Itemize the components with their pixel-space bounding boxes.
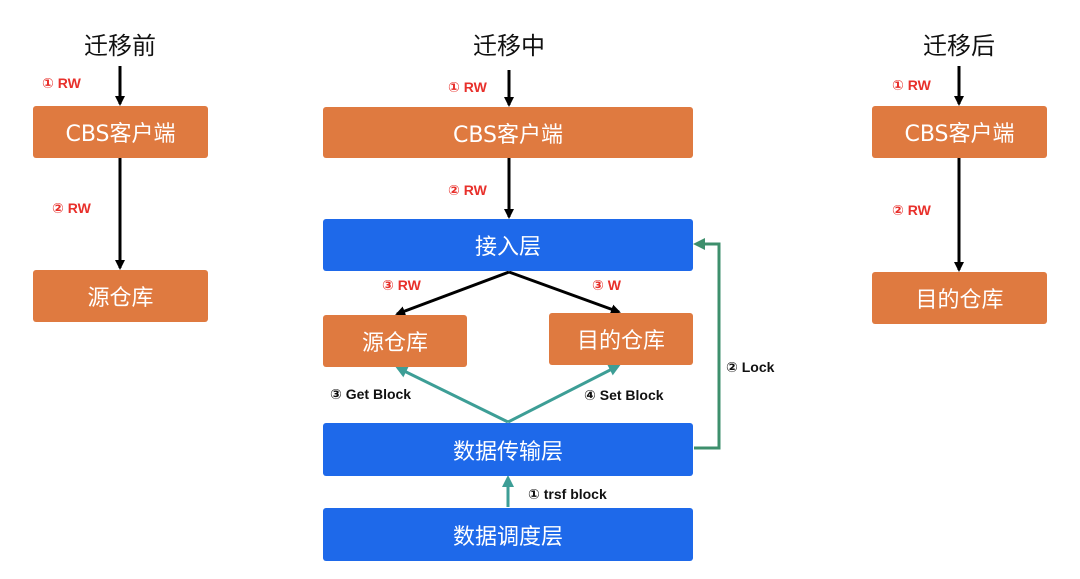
title-after: 迁移后 <box>923 32 995 60</box>
label-get-block: ③ Get Block <box>330 386 412 402</box>
label-after-step2: ② RW <box>892 202 931 218</box>
arrow-set-block <box>507 364 621 424</box>
box-during-client: CBS客户端 <box>323 107 693 158</box>
box-access-layer: 接入层 <box>323 219 693 271</box>
label-before-step1: ① RW <box>42 75 81 91</box>
label-step3-rw: ③ RW <box>382 277 421 293</box>
box-before-source-repo: 源仓库 <box>33 270 208 322</box>
label-before-step2: ② RW <box>52 200 91 216</box>
arrow-lock <box>693 238 721 450</box>
box-transfer-layer: 数据传输层 <box>323 423 693 476</box>
title-before: 迁移前 <box>84 32 156 60</box>
label-trsf-block: ① trsf block <box>528 486 607 502</box>
arrow-access-to-dest <box>508 270 621 314</box>
label-set-block: ④ Set Block <box>584 387 664 403</box>
box-before-client: CBS客户端 <box>33 106 208 158</box>
box-during-source-repo: 源仓库 <box>323 315 467 367</box>
box-during-dest-repo: 目的仓库 <box>549 313 693 365</box>
box-after-dest-repo: 目的仓库 <box>872 272 1047 324</box>
label-during-step1: ① RW <box>448 79 487 95</box>
label-step3-w: ③ W <box>592 277 621 293</box>
label-during-step2: ② RW <box>448 182 487 198</box>
arrow-access-to-source <box>395 270 510 316</box>
label-after-step1: ① RW <box>892 77 931 93</box>
arrow-get-block <box>395 366 509 424</box>
label-lock: ② Lock <box>726 359 775 375</box>
box-after-client: CBS客户端 <box>872 106 1047 158</box>
title-during: 迁移中 <box>473 32 545 60</box>
box-schedule-layer: 数据调度层 <box>323 508 693 561</box>
